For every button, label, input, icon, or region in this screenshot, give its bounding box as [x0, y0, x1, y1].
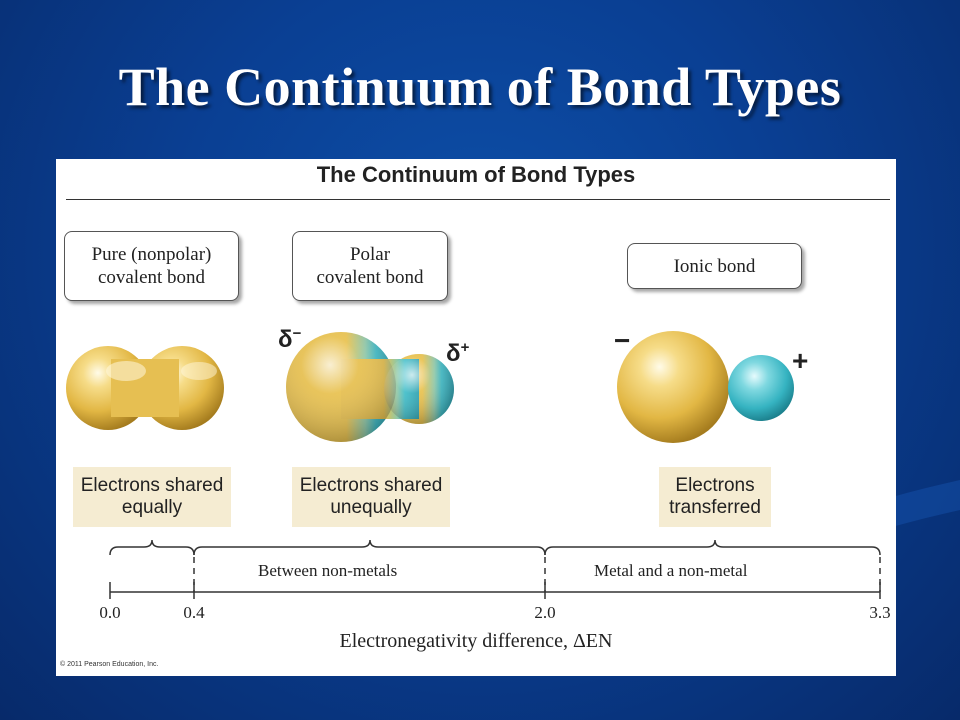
figure-title: The Continuum of Bond Types — [316, 162, 636, 187]
tick-label-0: 0.0 — [99, 603, 121, 622]
ionic-bond-label: Ionic bond — [627, 243, 802, 289]
slide-title: The Continuum of Bond Types — [118, 57, 842, 117]
nonpolar-label-line1: Pure (nonpolar) — [91, 244, 212, 265]
nonpolar-molecule — [66, 346, 224, 430]
polar-covalent-label: Polar covalent bond — [292, 231, 448, 301]
ionic-label-line1: Ionic bond — [673, 255, 756, 277]
tick-label-3: 3.3 — [869, 603, 891, 622]
ionic-positive-charge: + — [792, 345, 809, 376]
tick-label-1: 0.4 — [183, 603, 205, 622]
polar-partial-negative: δ− — [278, 325, 302, 353]
axis-label: Electronegativity difference, ΔEN — [339, 630, 613, 652]
polar-label-line1: Polar — [349, 244, 391, 265]
polar-label-line2: covalent bond — [316, 267, 424, 288]
title-rule — [66, 199, 890, 200]
ionic-pair — [617, 331, 794, 443]
polar-partial-positive: δ+ — [446, 339, 470, 367]
ionic-description: Electrons transferred — [659, 467, 771, 527]
nonpolar-covalent-label: Pure (nonpolar) covalent bond — [64, 231, 239, 301]
polar-description: Electrons shared unequally — [292, 467, 450, 527]
copyright-notice: © 2011 Pearson Education, Inc. — [60, 661, 159, 668]
nonpolar-description: Electrons shared equally — [73, 467, 231, 527]
molecule-illustrations — [66, 331, 881, 599]
tick-label-2: 2.0 — [534, 603, 556, 622]
nonpolar-label-line2: covalent bond — [97, 267, 206, 288]
scale-braces — [109, 539, 881, 556]
segment-dividers — [193, 557, 881, 592]
ionic-negative-charge: − — [614, 325, 631, 356]
segment-label-metal-nonmetal: Metal and a non-metal — [594, 561, 748, 580]
polar-molecule — [286, 332, 454, 442]
bond-continuum-figure: The Continuum of Bond Types Pure (nonpol… — [56, 159, 896, 676]
axis-ticks — [109, 582, 881, 599]
segment-label-nonmetals: Between non-metals — [258, 561, 398, 580]
